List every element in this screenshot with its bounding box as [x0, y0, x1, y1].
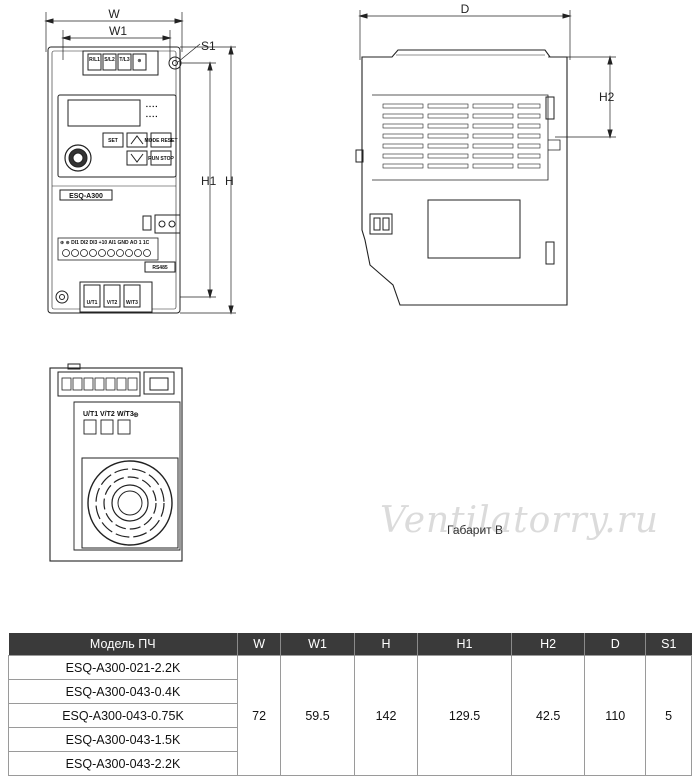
svg-text:V/T2: V/T2 — [100, 411, 115, 418]
svg-text:R/L1: R/L1 — [89, 57, 100, 63]
table-row: ESQ-A300-043-2.2K — [8, 751, 692, 776]
value-h: 142 — [353, 655, 419, 776]
model-cell: ESQ-A300-043-0.4K — [8, 679, 238, 704]
header-h1: H1 — [417, 633, 512, 656]
svg-text:U/T1: U/T1 — [83, 411, 98, 418]
dim-w: W — [108, 7, 120, 21]
svg-text:S/L2: S/L2 — [104, 57, 115, 63]
bottom-terminals: U/T1 V/T2 W/T3 — [83, 284, 141, 308]
svg-text:RUN STOP: RUN STOP — [148, 156, 174, 162]
value-s1: 5 — [645, 655, 692, 776]
caption: Габарит B — [447, 523, 503, 537]
value-w: 72 — [236, 655, 282, 776]
model-cell: ESQ-A300-043-0.75K — [8, 703, 238, 728]
table-header-row: Модель ПЧ W W1 H H1 H2 D S1 — [8, 633, 692, 656]
svg-text:V/T2: V/T2 — [107, 300, 118, 306]
model-label: ESQ-A300 — [69, 193, 103, 200]
value-h1: 129.5 — [417, 655, 512, 776]
header-s1: S1 — [645, 633, 692, 656]
keypad-keys: SET MODE RESET RUN STOP — [102, 132, 178, 166]
model-cell: ESQ-A300-043-2.2K — [8, 751, 238, 776]
header-model: Модель ПЧ — [8, 633, 238, 656]
header-w: W — [236, 633, 281, 656]
value-w1: 59.5 — [280, 655, 355, 776]
svg-text:MODE RESET: MODE RESET — [144, 138, 177, 144]
svg-text:▪ ▪ ▪ ▪: ▪ ▪ ▪ ▪ — [146, 104, 157, 110]
dim-h1: H1 — [201, 174, 217, 188]
svg-text:▪ ▪ ▪ ▪: ▪ ▪ ▪ ▪ — [146, 114, 157, 120]
front-view: W W1 S1 R/L1 S/L2 T/L3 ⊕ ▪ ▪ ▪ — [44, 7, 236, 315]
dim-h: H — [225, 174, 234, 188]
table-row: ESQ-A300-043-0.75K — [8, 703, 692, 728]
svg-text:T/L3: T/L3 — [119, 57, 129, 63]
dim-d: D — [461, 2, 470, 16]
header-d: D — [584, 633, 646, 656]
technical-drawing: W W1 S1 R/L1 S/L2 T/L3 ⊕ ▪ ▪ ▪ — [44, 2, 616, 562]
model-cell: ESQ-A300-043-1.5K — [8, 727, 238, 752]
svg-text:W/T3: W/T3 — [117, 411, 134, 418]
svg-text:U/T1: U/T1 — [87, 300, 98, 306]
svg-text:SET: SET — [108, 138, 118, 144]
svg-text:W/T3: W/T3 — [126, 300, 138, 306]
svg-text:⊕: ⊕ — [133, 412, 139, 419]
value-d: 110 — [584, 655, 647, 776]
svg-text:⊕: ⊕ — [137, 58, 141, 64]
side-view: D H2 — [355, 2, 616, 306]
table-row: ESQ-A300-043-1.5K — [8, 727, 692, 752]
control-terminal-labels: ⊕ ⊕ DI1 DI2 DI3 +10 AI1 GND AO 1 1C — [60, 240, 150, 246]
dim-w1: W1 — [109, 24, 127, 38]
dim-s1: S1 — [201, 39, 216, 53]
table-row: ESQ-A300-043-0.4K — [8, 679, 692, 704]
table-row: ESQ-A300-021-2.2K 72 59.5 142 129.5 42.5… — [8, 655, 692, 776]
value-h2: 42.5 — [510, 655, 586, 776]
dim-h2: H2 — [599, 90, 615, 104]
top-terminals: R/L1 S/L2 T/L3 ⊕ — [87, 53, 147, 71]
rs485-label: RS485 — [152, 265, 168, 271]
header-h2: H2 — [510, 633, 585, 656]
header-h: H — [353, 633, 418, 656]
bottom-view: U/T1 V/T2 W/T3 ⊕ — [49, 363, 183, 562]
model-cell: ESQ-A300-021-2.2K — [8, 655, 238, 680]
header-w1: W1 — [280, 633, 355, 656]
watermark: Ventilatorry.ru — [380, 500, 660, 541]
dimensions-table: Модель ПЧ W W1 H H1 H2 D S1 ESQ-A300-021… — [8, 633, 692, 776]
